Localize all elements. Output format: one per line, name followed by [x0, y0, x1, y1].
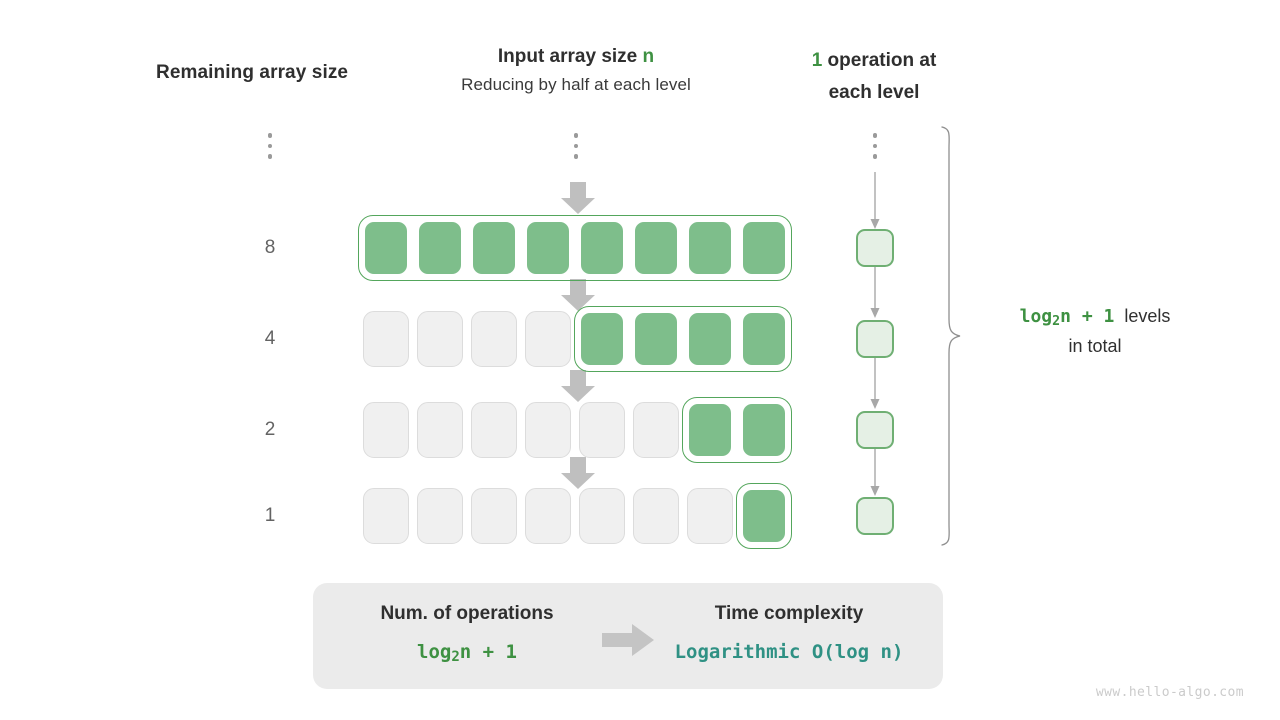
reduce-arrow-to-level-8: [561, 182, 595, 214]
row-label-4: 4: [264, 328, 276, 349]
levels-formula: log2n + 1: [1019, 306, 1115, 329]
ellipsis-operations-column: [868, 133, 882, 159]
array-cell-empty: [363, 311, 409, 367]
summary-complexity-value: Logarithmic O(log n): [674, 641, 904, 663]
dot: [573, 154, 579, 159]
array-cell-active: [363, 220, 409, 276]
row-label-8: 8: [264, 237, 276, 258]
ellipsis-array-column: [569, 133, 583, 159]
operation-box-level-8: [856, 229, 894, 267]
array-cell-empty: [417, 488, 463, 544]
array-cell-active: [687, 311, 733, 367]
header-input-array-size-text: Input array size: [497, 46, 643, 67]
summary-operations-value-base: log: [417, 641, 452, 663]
reduce-arrow-to-level-4: [561, 279, 595, 311]
array-cell-active: [579, 220, 625, 276]
array-cell-empty: [417, 402, 463, 458]
watermark: www.hello-algo.com: [1095, 685, 1244, 700]
array-cell-empty: [417, 311, 463, 367]
array-cell-empty: [579, 488, 625, 544]
dot: [872, 133, 878, 138]
array-cell-active: [741, 220, 787, 276]
array-cell-empty: [471, 402, 517, 458]
levels-formula-tail: n + 1: [1060, 306, 1115, 327]
levels-word: levels: [1124, 306, 1171, 326]
header-input-array-size-line1: Input array size n: [405, 46, 747, 68]
summary-operations-value-tail: n + 1: [459, 641, 517, 663]
levels-brace: [941, 126, 961, 546]
dot: [267, 154, 273, 159]
summary-complexity-title: Time complexity: [714, 603, 864, 624]
summary-panel: Num. of operations log2n + 1 Time comple…: [313, 583, 943, 689]
dot: [267, 133, 273, 138]
header-reducing-subtitle: Reducing by half at each level: [461, 75, 691, 94]
reduce-arrow-to-level-2: [561, 370, 595, 402]
levels-formula-base: log: [1019, 306, 1053, 327]
array-cell-active: [687, 402, 733, 458]
header-input-array-size: Input array size n Reducing by half at e…: [405, 46, 747, 95]
header-operations-per-level: 1 operation at each level: [776, 45, 972, 110]
levels-total-line1: log2n + 1 levels: [985, 303, 1205, 333]
operation-box-level-4: [856, 320, 894, 358]
array-cell-active: [741, 311, 787, 367]
active-segment-outline: [736, 483, 792, 549]
operation-connector-3: [870, 449, 880, 496]
header-remaining-array-size: Remaining array size: [156, 62, 349, 83]
array-cell-active: [741, 402, 787, 458]
active-segment-outline: [358, 215, 792, 281]
ellipsis-left-column: [263, 133, 277, 159]
header-operations-line2: each level: [828, 82, 920, 104]
header-operations-count: 1: [811, 50, 823, 71]
header-operations-line1-text: operation at: [822, 50, 937, 71]
active-segment-outline: [574, 306, 792, 372]
array-cell-active: [687, 220, 733, 276]
array-cell-active: [471, 220, 517, 276]
dot: [573, 143, 579, 148]
array-cell-empty: [363, 488, 409, 544]
summary-arrow-icon: [602, 624, 654, 656]
row-label-1: 1: [264, 505, 276, 526]
array-cell-empty: [363, 402, 409, 458]
operation-connector-0: [870, 172, 880, 229]
levels-total-label: log2n + 1 levels in total: [985, 303, 1205, 360]
array-cell-active: [525, 220, 571, 276]
array-cell-empty: [471, 311, 517, 367]
array-cell-active: [633, 311, 679, 367]
array-cell-active: [741, 488, 787, 544]
dot: [872, 143, 878, 148]
array-cell-empty: [579, 402, 625, 458]
operation-connector-1: [870, 267, 880, 318]
levels-total-line2: in total: [1068, 335, 1122, 356]
array-cell-active: [633, 220, 679, 276]
array-cell-empty: [525, 402, 571, 458]
operation-box-level-2: [856, 411, 894, 449]
summary-operations: Num. of operations log2n + 1: [342, 603, 592, 665]
summary-operations-value: log2n + 1: [342, 641, 592, 665]
summary-operations-title: Num. of operations: [380, 603, 554, 624]
summary-operations-value-sub: 2: [451, 649, 460, 666]
array-cell-empty: [633, 488, 679, 544]
operation-connector-2: [870, 358, 880, 409]
summary-complexity: Time complexity Logarithmic O(log n): [664, 603, 914, 663]
array-cell-empty: [525, 488, 571, 544]
dot: [573, 133, 579, 138]
array-cell-empty: [633, 402, 679, 458]
array-cell-empty: [525, 311, 571, 367]
array-cell-active: [579, 311, 625, 367]
dot: [872, 154, 878, 159]
reduce-arrow-to-level-1: [561, 457, 595, 489]
operation-box-level-1: [856, 497, 894, 535]
active-segment-outline: [682, 397, 792, 463]
dot: [267, 143, 273, 148]
array-cell-empty: [471, 488, 517, 544]
header-input-array-size-n: n: [642, 46, 655, 67]
header-operations-line1: 1 operation at: [776, 45, 972, 77]
array-cell-active: [417, 220, 463, 276]
levels-formula-sub: 2: [1052, 313, 1061, 329]
array-cell-empty: [687, 488, 733, 544]
row-label-2: 2: [264, 419, 276, 440]
